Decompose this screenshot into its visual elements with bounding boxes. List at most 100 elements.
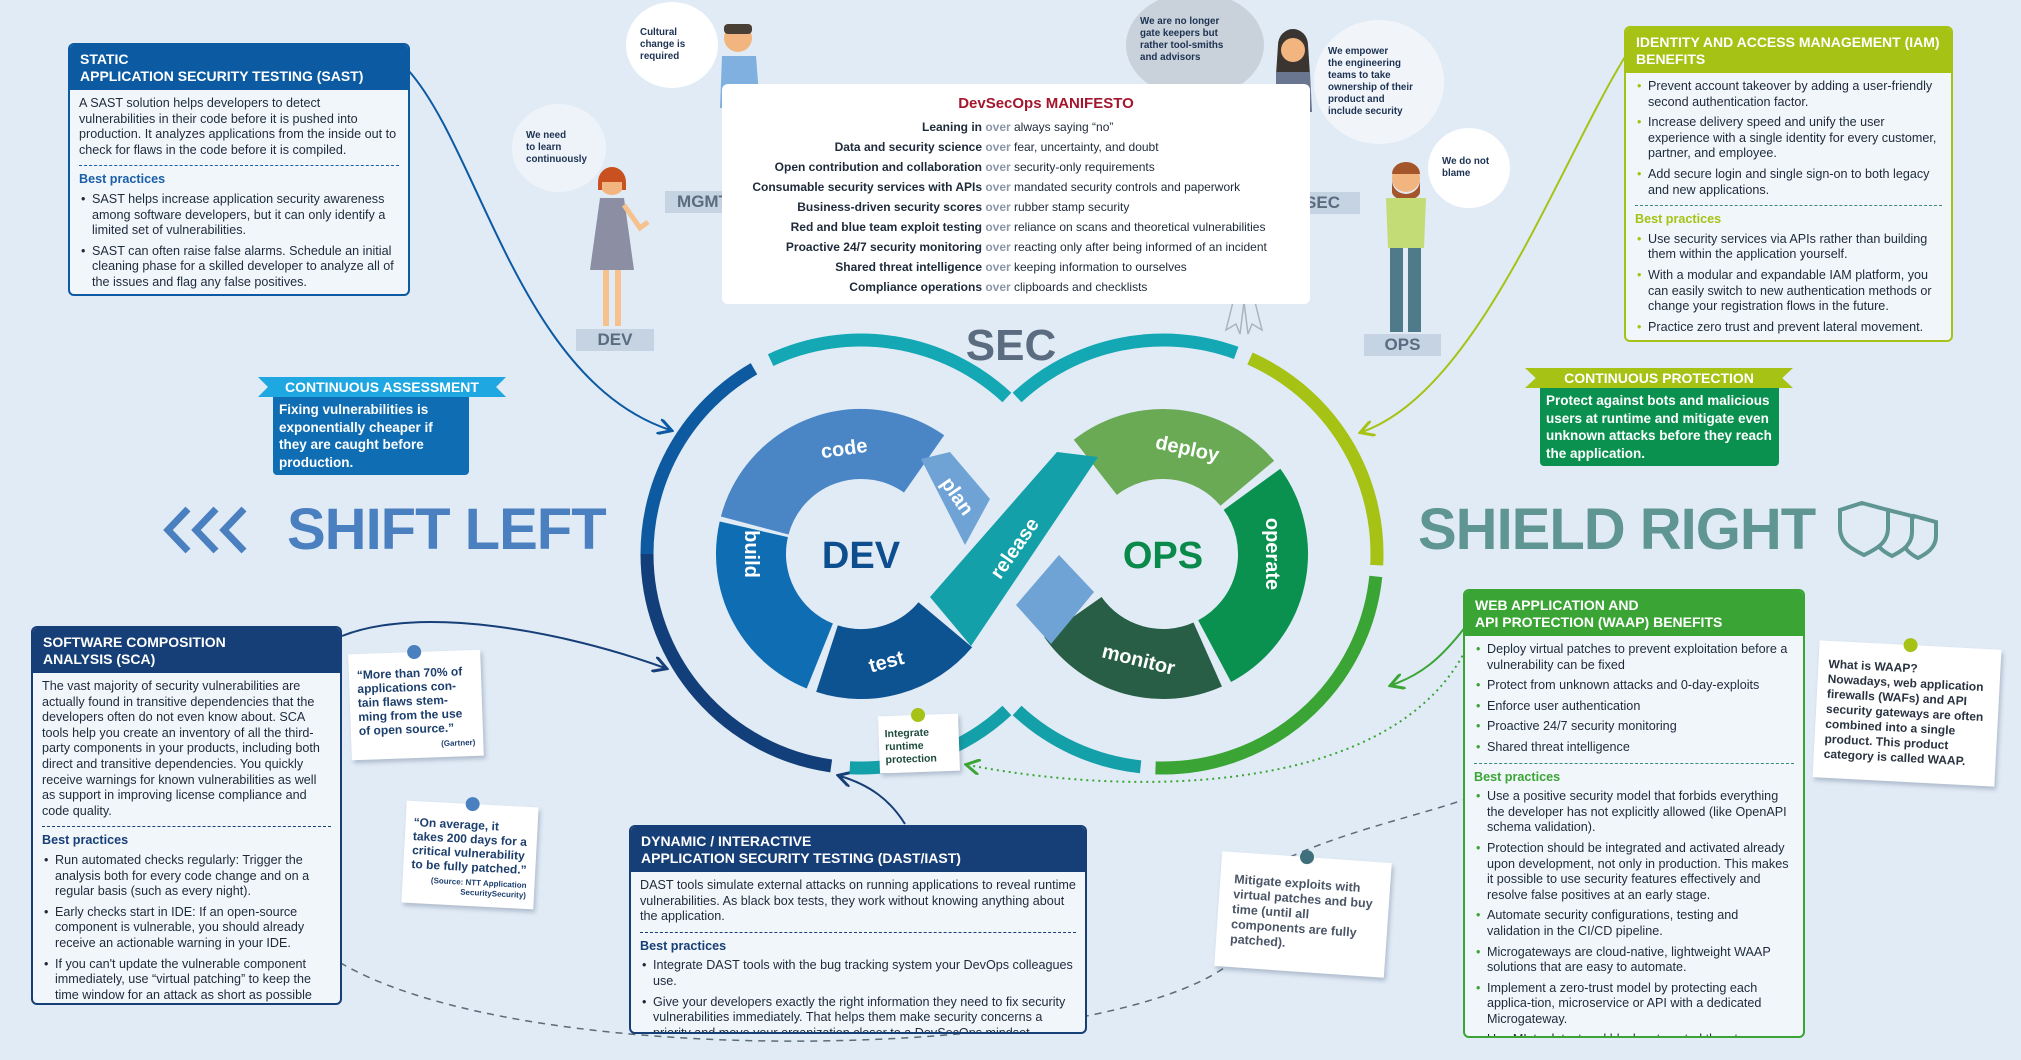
manifesto-value: Business-driven security scores <box>797 200 982 214</box>
manifesto-value: Leaning in <box>922 120 982 134</box>
iam-benefit: Prevent account takeover by adding a use… <box>1635 79 1942 110</box>
iam-title: IDENTITY AND ACCESS MANAGEMENT (IAM) BEN… <box>1626 28 1951 73</box>
pin-icon <box>1299 849 1315 865</box>
pin-icon <box>465 796 481 812</box>
waap-best-practice: Use ML to detect and block automated thr… <box>1474 1032 1794 1036</box>
dast-best-practice-list: Integrate DAST tools with the bug tracki… <box>640 958 1076 1032</box>
speech-bubble-sec: We are no longer gate keepers but rather… <box>1126 0 1264 98</box>
sca-best-practice-list: Run automated checks regularly: Trigger … <box>42 853 331 1004</box>
manifesto-value: Consumable security services with APIs <box>752 180 982 194</box>
sast-best-practice: SAST helps increase application security… <box>79 192 399 239</box>
iam-panel: IDENTITY AND ACCESS MANAGEMENT (IAM) BEN… <box>1624 26 1953 342</box>
plan-segment <box>921 452 990 545</box>
speech-bubble-mgmt: Cultural change is required <box>626 2 718 88</box>
sca-best-practice: If you can't update the vulnerable compo… <box>42 957 331 1004</box>
waap-connector <box>1392 625 1467 685</box>
chevrons-left-icon <box>163 506 247 554</box>
waap-best-practices-label: Best practices <box>1474 769 1561 784</box>
waap-benefit-list: Deploy virtual patches to prevent exploi… <box>1474 642 1794 756</box>
mitigate-exploits-note: Mitigate exploits with virtual patches a… <box>1214 849 1392 978</box>
manifesto-instead-of: keeping information to ourselves <box>1014 260 1187 274</box>
dast-best-practice: Integrate DAST tools with the bug tracki… <box>640 958 1076 989</box>
dast-intro: DAST tools simulate external attacks on … <box>640 878 1076 924</box>
iam-best-practice: Use security services via APIs rather th… <box>1635 232 1942 263</box>
outer-blue-left <box>640 363 758 555</box>
pedestal-ops: OPS <box>1364 334 1441 356</box>
iam-connector <box>1362 51 1629 432</box>
ops-label: OPS <box>1123 535 1203 577</box>
test-segment <box>816 601 973 699</box>
continuous-assessment-title: CONTINUOUS ASSESSMENT <box>258 377 506 397</box>
quote-note-open-source: “More than 70% of applications con-tain … <box>348 644 484 761</box>
shift-left-heading: SHIFT LEFT <box>287 497 607 562</box>
manifesto-instead-of: mandated security controls and paperwork <box>1014 180 1241 194</box>
dast-panel: DYNAMIC / INTERACTIVE APPLICATION SECURI… <box>629 825 1087 1034</box>
iam-best-practice: Practice zero trust and prevent lateral … <box>1635 320 1942 336</box>
quote-text: “On average, it takes 200 days for a cri… <box>411 815 528 877</box>
sca-panel: SOFTWARE COMPOSITION ANALYSIS (SCA) The … <box>31 626 342 1005</box>
integrate-runtime-note: Integrate runtime protection <box>878 707 960 774</box>
sast-best-practice: SAST can often raise false alarms. Sched… <box>79 244 399 291</box>
sast-panel: STATIC APPLICATION SECURITY TESTING (SAS… <box>68 43 410 296</box>
continuous-assessment-text: Fixing vulnerabilities is exponentially … <box>273 397 469 475</box>
manifesto-instead-of: rubber stamp security <box>1014 200 1130 214</box>
sec-label: SEC <box>966 321 1056 370</box>
sast-title: STATIC APPLICATION SECURITY TESTING (SAS… <box>70 45 408 90</box>
manifesto-value: Red and blue team exploit testing <box>790 220 982 234</box>
manifesto-over: over <box>985 180 1011 194</box>
dast-connector <box>840 776 906 825</box>
manifesto-over: over <box>985 120 1011 134</box>
sast-intro: A SAST solution helps developers to dete… <box>79 96 397 157</box>
monitor-segment <box>1044 596 1222 699</box>
outer-teal-top-left <box>767 333 1012 403</box>
iam-best-practice: With a modular and expandable IAM platfo… <box>1635 268 1942 315</box>
waap-benefit: Deploy virtual patches to prevent exploi… <box>1474 642 1794 673</box>
waap-best-practice: Implement a zero-trust model by protecti… <box>1474 981 1794 1028</box>
dast-title: DYNAMIC / INTERACTIVE APPLICATION SECURI… <box>631 827 1085 872</box>
iam-benefit-list: Prevent account takeover by adding a use… <box>1635 79 1942 198</box>
manifesto-over: over <box>985 220 1011 234</box>
iam-benefit: Increase delivery speed and unify the us… <box>1635 115 1942 162</box>
stage-build: build <box>740 530 762 578</box>
manifesto-value: Compliance operations <box>849 280 982 294</box>
pin-icon <box>1903 637 1918 653</box>
pin-icon <box>406 644 422 660</box>
manifesto-over: over <box>985 200 1011 214</box>
sast-connector <box>407 69 670 430</box>
manifesto-instead-of: reacting only after being informed of an… <box>1014 240 1267 254</box>
dast-best-practices-label: Best practices <box>640 938 727 953</box>
sca-connector <box>341 621 665 668</box>
sast-best-practice-list: SAST helps increase application security… <box>79 192 399 291</box>
waap-best-practice: Microgateways are cloud-native, lightwei… <box>1474 945 1794 976</box>
manifesto-over: over <box>985 260 1011 274</box>
runtime-dotted-connector <box>968 644 1469 783</box>
manifesto-over: over <box>985 280 1011 294</box>
manifesto-value: Data and security science <box>834 140 982 154</box>
waap-benefit: Shared threat intelligence <box>1474 740 1794 756</box>
manifesto-title: DevSecOps MANIFESTO <box>958 95 1134 112</box>
pin-icon <box>910 707 926 723</box>
manifesto-over: over <box>985 160 1011 174</box>
ops-person-figure <box>1386 162 1426 332</box>
waap-best-practice: Protection should be integrated and acti… <box>1474 841 1794 903</box>
manifesto-value: Proactive 24/7 security monitoring <box>785 240 982 254</box>
shield-right-heading: SHIELD RIGHT <box>1418 497 1816 562</box>
manifesto-instead-of: clipboards and checklists <box>1014 280 1148 294</box>
operate-segment <box>1197 468 1308 682</box>
waap-benefit: Enforce user authentication <box>1474 699 1794 715</box>
dast-best-practice: Give your developers exactly the right i… <box>640 995 1076 1032</box>
manifesto-instead-of: fear, uncertainty, and doubt <box>1014 140 1159 154</box>
sca-best-practices-label: Best practices <box>42 833 129 848</box>
waap-benefit: Protect from unknown attacks and 0-day-e… <box>1474 678 1794 694</box>
outer-teal-bottom-right <box>1012 705 1142 774</box>
continuous-protection-text: Protect against bots and malicious users… <box>1540 388 1779 466</box>
waap-best-practice: Automate security configurations, testin… <box>1474 908 1794 939</box>
speech-bubble-dev: We need to learn continuously <box>512 104 606 192</box>
